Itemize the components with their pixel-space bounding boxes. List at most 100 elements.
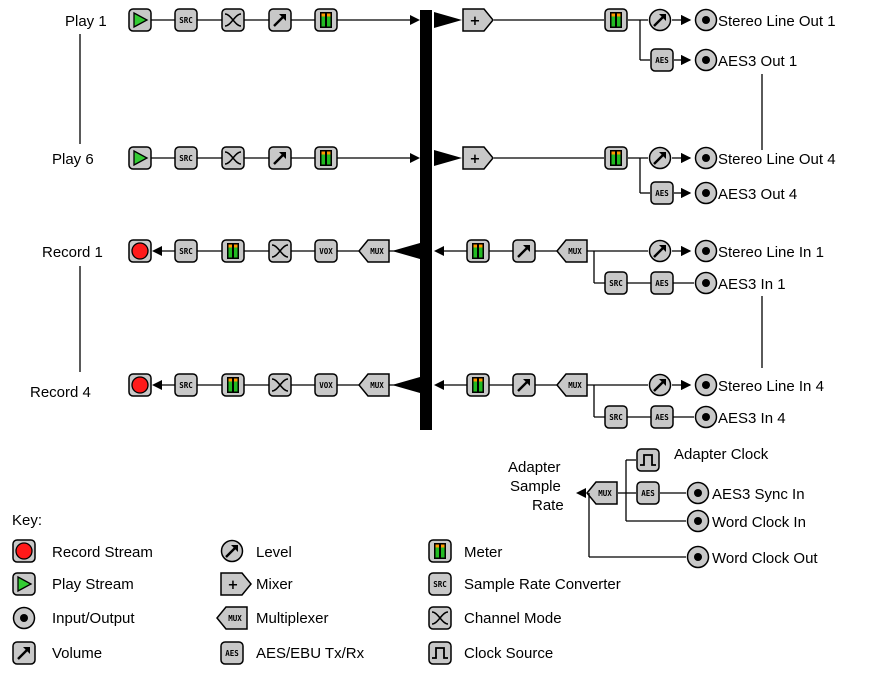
output-icon — [694, 146, 718, 170]
volume-icon — [268, 146, 292, 170]
stereo-line-in-4-label: Stereo Line In 4 — [718, 378, 824, 395]
legend-multiplexer: Multiplexer — [256, 610, 329, 627]
adapter-clock-label: Adapter Clock — [674, 446, 769, 463]
aes-ebu-icon — [650, 271, 674, 295]
stereo-line-in-1-label: Stereo Line In 1 — [718, 244, 824, 261]
sample-rate-converter-icon — [428, 572, 452, 596]
sample-rate-converter-icon — [604, 405, 628, 429]
clock-source-icon — [636, 448, 660, 472]
legend: Key: Record Stream Play Stream Input/Out… — [12, 512, 621, 665]
input-icon — [694, 271, 718, 295]
multiplexer-icon — [358, 373, 390, 397]
play-6-label: Play 6 — [52, 151, 94, 168]
input-output-icon — [12, 606, 36, 630]
multiplexer-icon — [216, 606, 248, 630]
record-1-chain: Stereo Line In 1 AES3 In 1 — [128, 239, 824, 295]
aes3-in-1-label: AES3 In 1 — [718, 276, 786, 293]
record-stream-icon — [12, 539, 36, 563]
aes3-sync-in-label: AES3 Sync In — [712, 486, 805, 503]
legend-record-stream: Record Stream — [52, 544, 153, 561]
level-icon — [648, 373, 672, 397]
mixer-icon — [462, 8, 494, 32]
output-icon — [694, 181, 718, 205]
play-6-chain: Stereo Line Out 4 AES3 Out 4 — [128, 146, 836, 205]
sample-rate-converter-icon — [174, 146, 198, 170]
aes3-in-4-label: AES3 In 4 — [718, 410, 786, 427]
volume-icon — [512, 239, 536, 263]
record-1-label: Record 1 — [42, 244, 103, 261]
record-4-chain: Stereo Line In 4 AES3 In 4 — [128, 373, 824, 429]
input-icon — [694, 405, 718, 429]
word-clock-in-label: Word Clock In — [712, 514, 806, 531]
output-icon — [686, 545, 710, 569]
aes3-out-4-label: AES3 Out 4 — [718, 186, 797, 203]
meter-icon — [466, 239, 490, 263]
play-1-chain: Stereo Line Out 1 AES3 Out 1 — [128, 8, 836, 72]
play-1-label: Play 1 — [65, 13, 107, 30]
aes-ebu-icon — [220, 641, 244, 665]
legend-level: Level — [256, 544, 292, 561]
output-icon — [694, 48, 718, 72]
multiplexer-icon — [586, 481, 618, 505]
legend-volume: Volume — [52, 645, 102, 662]
volume-icon — [12, 641, 36, 665]
stereo-line-out-4-label: Stereo Line Out 4 — [718, 151, 836, 168]
word-clock-out-label: Word Clock Out — [712, 550, 818, 567]
multiplexer-icon — [358, 239, 390, 263]
level-icon — [648, 146, 672, 170]
channel-mode-icon — [221, 8, 245, 32]
meter-icon — [221, 239, 245, 263]
central-bus — [420, 10, 432, 430]
play-stream-icon — [12, 572, 36, 596]
multiplexer-icon — [556, 239, 588, 263]
meter-icon — [221, 373, 245, 397]
play-stream-icon — [128, 8, 152, 32]
channel-mode-icon — [268, 373, 292, 397]
channel-mode-icon — [268, 239, 292, 263]
meter-icon — [604, 8, 628, 32]
record-stream-icon — [128, 239, 152, 263]
meter-icon — [428, 539, 452, 563]
vox-icon — [314, 373, 338, 397]
sample-rate-converter-icon — [174, 8, 198, 32]
volume-icon — [512, 373, 536, 397]
clock-section: Adapter Sample Rate Adapter Clock AES3 S… — [508, 446, 818, 569]
record-stream-icon — [128, 373, 152, 397]
legend-sample-rate-converter: Sample Rate Converter — [464, 576, 621, 593]
multiplexer-icon — [556, 373, 588, 397]
volume-icon — [268, 8, 292, 32]
play-stream-icon — [128, 146, 152, 170]
adapter-sample-rate-line-3: Rate — [532, 497, 564, 514]
legend-mixer: Mixer — [256, 576, 293, 593]
level-icon — [220, 539, 244, 563]
meter-icon — [314, 8, 338, 32]
legend-channel-mode: Channel Mode — [464, 610, 562, 627]
legend-clock-source: Clock Source — [464, 645, 553, 662]
legend-aes-ebu: AES/EBU Tx/Rx — [256, 645, 365, 662]
legend-title: Key: — [12, 512, 42, 529]
aes-ebu-icon — [650, 181, 674, 205]
clock-source-icon — [428, 641, 452, 665]
meter-icon — [604, 146, 628, 170]
legend-meter: Meter — [464, 544, 502, 561]
meter-icon — [314, 146, 338, 170]
adapter-sample-rate-line-1: Adapter — [508, 459, 561, 476]
vox-icon — [314, 239, 338, 263]
stereo-line-out-1-label: Stereo Line Out 1 — [718, 13, 836, 30]
legend-input-output: Input/Output — [52, 610, 135, 627]
input-icon — [686, 481, 710, 505]
aes-ebu-icon — [636, 481, 660, 505]
legend-play-stream: Play Stream — [52, 576, 134, 593]
sample-rate-converter-icon — [604, 271, 628, 295]
aes3-out-1-label: AES3 Out 1 — [718, 53, 797, 70]
adapter-sample-rate-line-2: Sample — [510, 478, 561, 495]
mixer-icon — [462, 146, 494, 170]
level-icon — [648, 239, 672, 263]
input-icon — [686, 509, 710, 533]
channel-mode-icon — [428, 606, 452, 630]
input-icon — [694, 239, 718, 263]
aes-ebu-icon — [650, 48, 674, 72]
record-4-label: Record 4 — [30, 384, 91, 401]
input-icon — [694, 373, 718, 397]
